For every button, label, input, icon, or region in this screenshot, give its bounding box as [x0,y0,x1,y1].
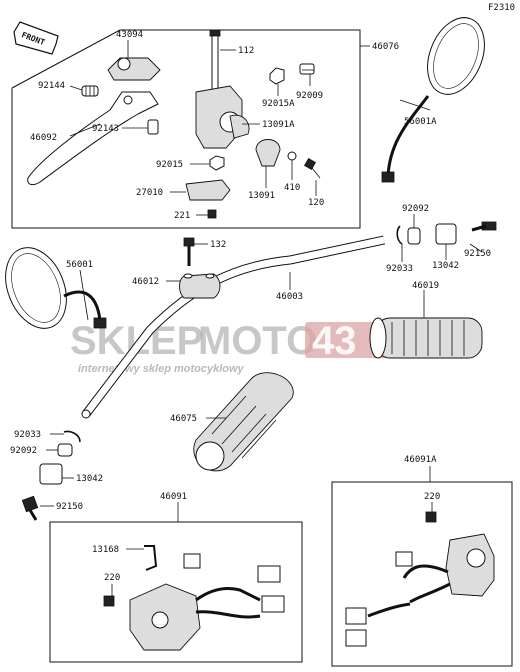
label-112: 112 [238,46,254,56]
label-56001A: 56001A [404,117,437,127]
label-56001: 56001 [66,260,93,270]
label-220-left: 220 [104,573,120,583]
part-92015A-shape [269,67,285,85]
label-92143: 92143 [92,124,119,134]
part-92033b-shape [63,430,81,443]
label-13042-upper: 13042 [432,261,459,271]
part-46091-shape [129,553,285,651]
part-46075-shape [193,372,294,472]
part-92033a-shape [396,225,403,245]
label-46076: 46076 [372,42,399,52]
label-221: 221 [174,211,190,221]
label-46091: 46091 [160,492,187,502]
part-92144-shape [81,85,99,97]
part-220b-shape [103,595,115,607]
part-92150b-shape [21,495,39,521]
label-92150-upper: 92150 [464,249,491,259]
watermark-brand-c: 43 [312,319,357,363]
part-56001-shape [5,247,107,329]
watermark-brand-b: MOTO [198,319,317,363]
part-13042b-shape [39,463,63,485]
label-46019: 46019 [412,281,439,291]
label-92015A: 92015A [262,99,295,109]
label-46091A: 46091A [404,455,437,465]
part-46019-shape [369,317,483,359]
label-92092-lower: 92092 [10,446,37,456]
part-13168-shape [144,545,158,571]
part-92092a-shape [407,227,421,245]
part-46012-shape [179,273,221,299]
part-220a-shape [425,511,437,523]
label-132: 132 [210,240,226,250]
part-92150a-shape [471,221,497,232]
part-46092-shape [27,91,159,186]
part-labels: 43094 112 46076 92144 92009 92015A 92143… [10,30,491,583]
part-410-shape [287,151,297,161]
front-arrow-icon: FRONT [13,21,59,55]
watermark-tagline: internetowy sklep motocyklowy [78,363,245,375]
label-46075: 46075 [170,414,197,424]
label-120: 120 [308,198,324,208]
label-92033-upper: 92033 [386,264,413,274]
label-43094: 43094 [116,30,143,40]
part-46091A-shape [345,533,495,647]
label-46092: 46092 [30,133,57,143]
label-13168: 13168 [92,545,119,555]
label-92033-lower: 92033 [14,430,41,440]
part-13042a-shape [435,223,457,245]
label-220-right: 220 [424,492,440,502]
part-92143-shape [147,119,159,135]
part-27010-shape [185,179,231,201]
part-132-shape [183,237,195,266]
label-13042-lower: 13042 [76,474,103,484]
part-92092b-shape [57,443,73,457]
lever-assembly-box [11,29,361,229]
right-switch-box [331,481,513,667]
part-120-shape [303,157,321,179]
label-46003: 46003 [276,292,303,302]
part-56001A-shape [381,17,485,183]
label-92144: 92144 [38,81,65,91]
label-13091: 13091 [248,191,275,201]
label-92092-upper: 92092 [402,204,429,214]
part-221-shape [207,209,217,219]
label-13091A: 13091A [262,120,295,130]
left-switch-box [49,521,303,663]
figure-code: F2310 [488,3,515,13]
part-13091-shape [255,139,281,167]
part-112-shape [209,29,221,95]
label-92150-lower: 92150 [56,502,83,512]
leader-lines [40,40,483,596]
part-92015-shape [209,155,225,171]
part-43094-shape [107,57,161,81]
watermark-red-block [305,322,387,358]
label-92015: 92015 [156,160,183,170]
label-27010: 27010 [136,188,163,198]
part-92009-shape [299,63,315,75]
label-410: 410 [284,183,300,193]
label-92009: 92009 [296,91,323,101]
part-13091A-shape [229,114,250,139]
label-46012: 46012 [132,277,159,287]
